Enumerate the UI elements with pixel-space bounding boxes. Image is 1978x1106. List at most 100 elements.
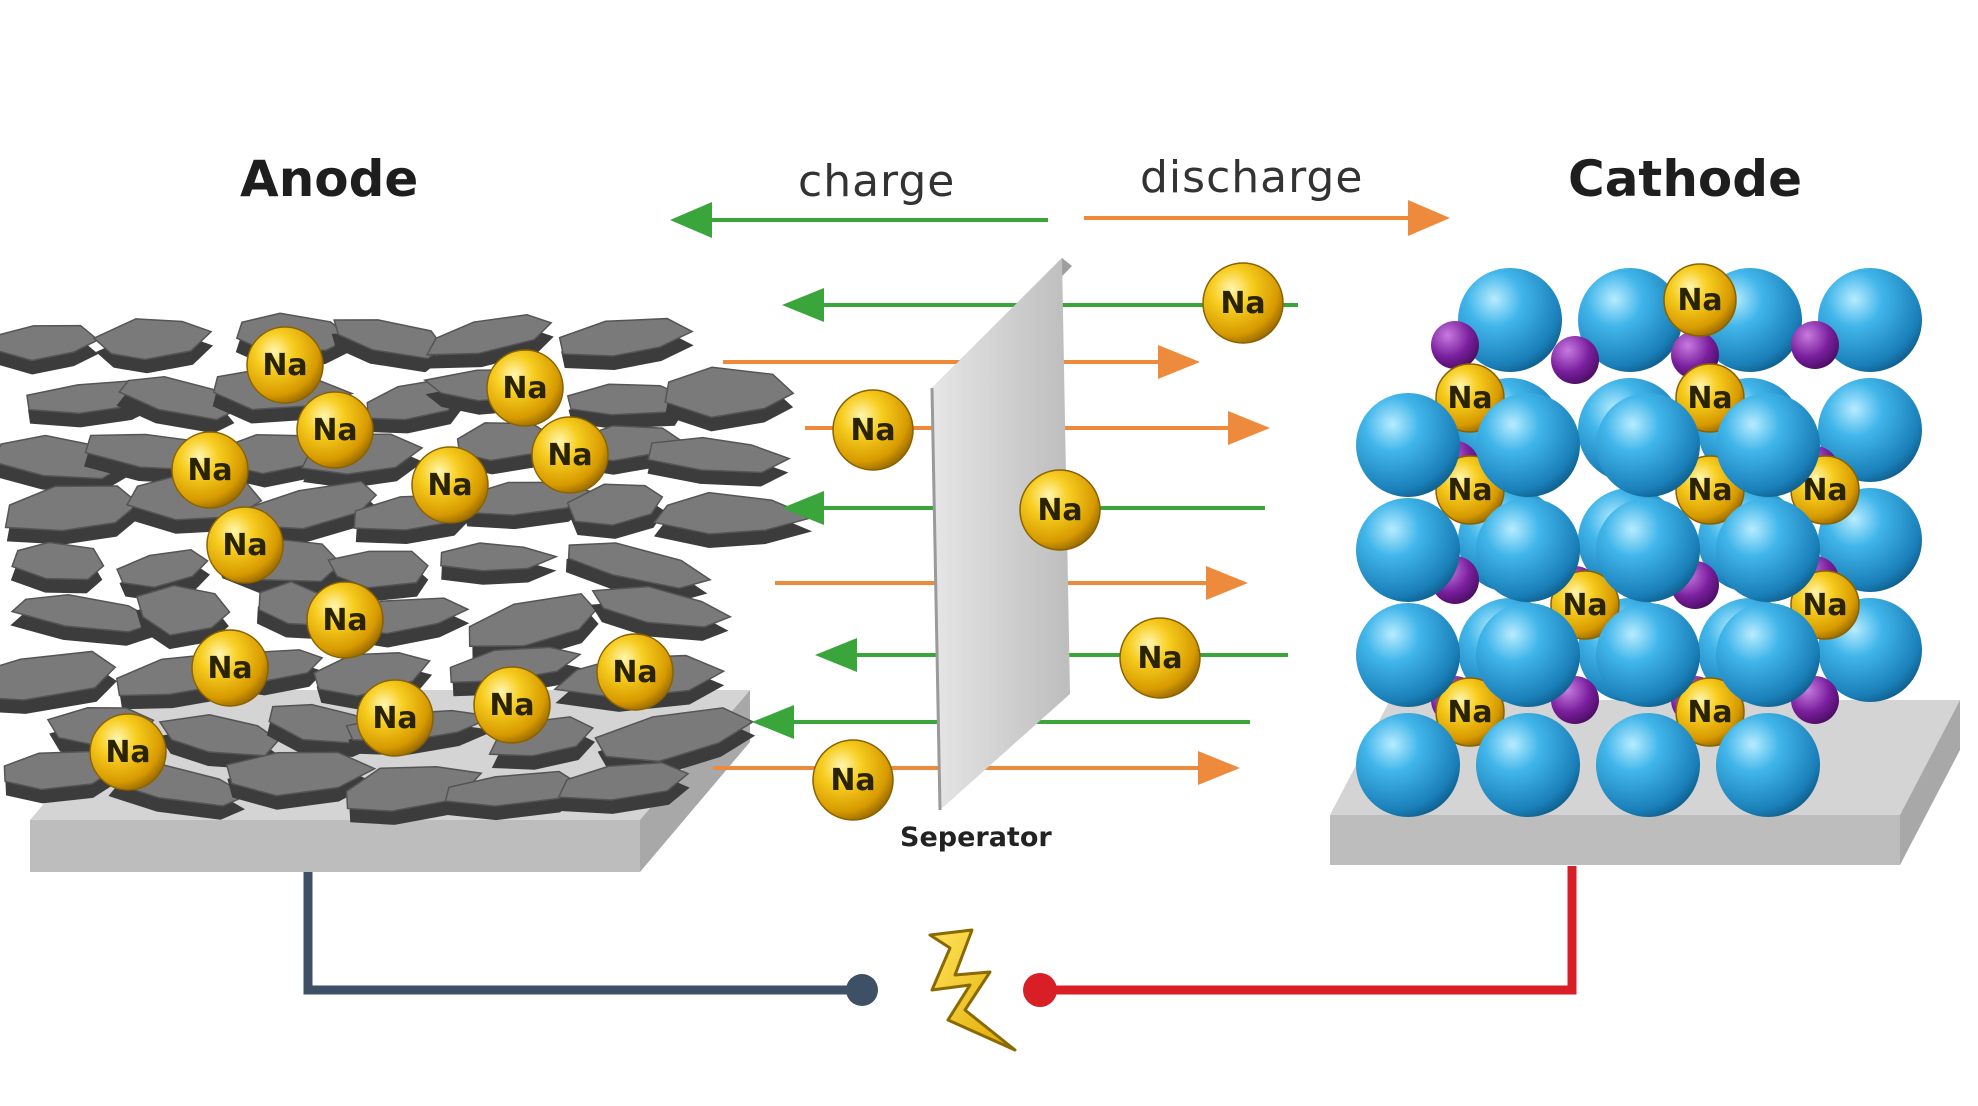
sodium-ion: Na — [206, 506, 284, 584]
cathode-small-sphere — [1551, 336, 1599, 384]
anode-carbon-flakes — [0, 312, 815, 825]
cathode-host-sphere — [1818, 378, 1922, 482]
carbon-flake — [488, 716, 596, 770]
sodium-ion: Na — [89, 713, 167, 791]
sodium-ion: Na — [356, 679, 434, 757]
sodium-ion-label: Na — [489, 688, 534, 723]
carbon-flake — [594, 707, 756, 776]
carbon-flake — [4, 485, 140, 545]
cathode-host-sphere — [1596, 393, 1700, 497]
sodium-ion: Na — [306, 581, 384, 659]
sodium-ion-label: Na — [1802, 588, 1847, 623]
sodium-ion-label: Na — [1447, 695, 1492, 730]
sodium-ion-label: Na — [1687, 381, 1732, 416]
separator-membrane — [930, 258, 1072, 811]
sodium-ion-label: Na — [1447, 381, 1492, 416]
cathode-host-sphere — [1458, 268, 1562, 372]
carbon-flake — [566, 383, 686, 429]
carbon-flake — [590, 585, 733, 641]
carbon-flake — [558, 317, 694, 370]
sodium-ion: Na — [296, 391, 374, 469]
sodium-ion-label: Na — [372, 701, 417, 736]
charge-direction-arrow — [670, 202, 1048, 238]
carbon-flake — [444, 770, 580, 821]
cathode-host-sphere — [1578, 268, 1682, 372]
sodium-ion-label: Na — [547, 438, 592, 473]
cathode-host-sphere — [1716, 393, 1820, 497]
carbon-flake — [331, 319, 444, 373]
sodium-ion-label: Na — [830, 763, 875, 798]
carbon-flake — [557, 761, 690, 814]
cathode-wire — [1023, 866, 1577, 1007]
sodium-ion-label: Na — [312, 413, 357, 448]
discharge-label: discharge — [1140, 152, 1363, 203]
cathode-host-sphere — [1356, 713, 1460, 817]
cathode-host-sphere — [1818, 268, 1922, 372]
cathode-host-sphere — [1476, 603, 1580, 707]
carbon-flake — [10, 594, 160, 646]
sodium-ion-label: Na — [502, 371, 547, 406]
sodium-ion: Na — [812, 739, 894, 821]
carbon-flake — [92, 318, 214, 374]
cathode-host-sphere — [1716, 713, 1820, 817]
sodium-ion: Na — [411, 446, 489, 524]
cathode-host-sphere — [1476, 498, 1580, 602]
carbon-flake — [10, 541, 105, 594]
sodium-ion-label: Na — [1037, 493, 1082, 528]
cathode-small-sphere — [1431, 321, 1479, 369]
carbon-flake — [425, 313, 554, 369]
carbon-flake — [135, 584, 231, 650]
carbon-flake — [664, 366, 795, 432]
cathode-host-sphere — [1716, 498, 1820, 602]
carbon-flake — [468, 593, 599, 660]
sodium-ion: Na — [1675, 677, 1745, 747]
carbon-flake — [116, 376, 239, 434]
cathode-host-sphere — [1476, 393, 1580, 497]
sodium-ion: Na — [1663, 263, 1737, 337]
cathode-host-sphere — [1596, 603, 1700, 707]
carbon-flake — [565, 542, 712, 602]
anode-wire — [303, 872, 878, 1006]
sodium-ion-label: Na — [1137, 641, 1182, 676]
carbon-flake — [0, 324, 100, 375]
carbon-flake — [0, 650, 117, 714]
sodium-ion-label: Na — [322, 603, 367, 638]
sodium-ion-label: Na — [1447, 473, 1492, 508]
sodium-ion-label: Na — [1562, 588, 1607, 623]
sodium-ion-label: Na — [207, 651, 252, 686]
cathode-host-sphere — [1596, 713, 1700, 817]
cathode-host-sphere — [1356, 603, 1460, 707]
sodium-ion-label: Na — [262, 348, 307, 383]
sodium-ion-label: Na — [1677, 283, 1722, 318]
sodium-ion-label: Na — [1687, 473, 1732, 508]
carbon-flake — [647, 436, 792, 487]
sodium-ion: Na — [531, 416, 609, 494]
sodium-ion: Na — [486, 349, 564, 427]
ion-transport-arrows — [713, 288, 1298, 785]
discharge-direction-arrow — [1084, 200, 1450, 236]
carbon-flake — [653, 491, 815, 548]
carbon-flake — [440, 542, 559, 585]
carbon-flake — [566, 483, 665, 539]
sodium-ion-label: Na — [612, 655, 657, 690]
separator-label: Seperator — [900, 822, 1052, 853]
sodium-ion: Na — [473, 666, 551, 744]
sodium-ion: Na — [1435, 677, 1505, 747]
sodium-ion: Na — [1119, 617, 1201, 699]
cathode-host-sphere — [1356, 498, 1460, 602]
cathode-small-sphere — [1791, 321, 1839, 369]
sodium-ion-label: Na — [850, 413, 895, 448]
carbon-flake — [225, 751, 377, 810]
sodium-ion-label: Na — [105, 735, 150, 770]
sodium-ion: Na — [596, 633, 674, 711]
charge-label: charge — [798, 156, 955, 207]
sodium-ion-label: Na — [1802, 473, 1847, 508]
sodium-ion-label: Na — [1687, 695, 1732, 730]
sodium-ion: Na — [171, 431, 249, 509]
sodium-ion-label: Na — [222, 528, 267, 563]
cathode-host-sphere — [1596, 498, 1700, 602]
sodium-ion-label: Na — [427, 468, 472, 503]
